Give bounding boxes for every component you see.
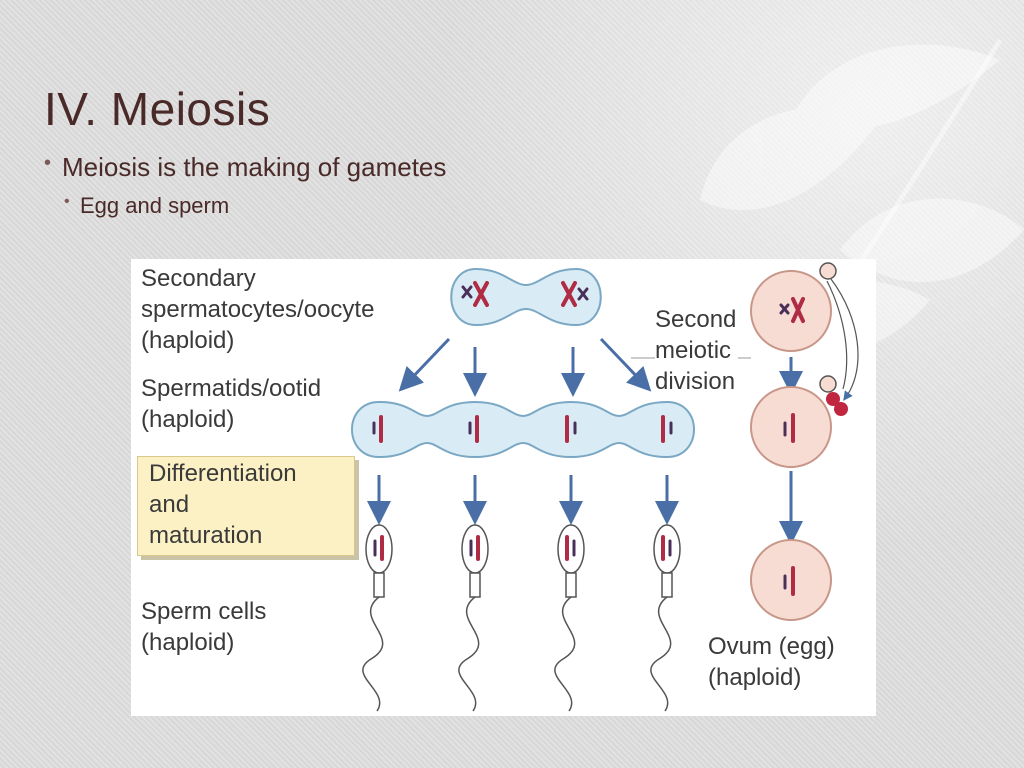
secondary-spermatocytes-cell xyxy=(450,267,602,327)
label-differentiation: Differentiation and maturation xyxy=(149,458,297,551)
label-second-meiotic-division: Second meiotic division xyxy=(655,304,739,397)
arrow-to-spermatid-1 xyxy=(398,337,451,392)
secondary-oocyte-cell xyxy=(750,270,832,352)
label-secondary-line-2: spermatocytes/oocyte xyxy=(141,296,375,323)
polar-body-top xyxy=(819,262,837,280)
chromosome-pair-left xyxy=(461,281,489,307)
label-differentiation-line-3: maturation xyxy=(149,522,263,549)
arrow-to-spermatid-4 xyxy=(599,337,652,392)
label-division-line-3: division xyxy=(655,368,736,395)
label-secondary-line-3: (haploid) xyxy=(141,327,235,354)
label-spermatids: Spermatids/ootid (haploid) xyxy=(141,373,321,435)
label-ovum-line-1: Ovum (egg) xyxy=(708,633,835,660)
bullet-item-egg-sperm: Egg and sperm xyxy=(64,193,446,219)
label-differentiation-line-2: and xyxy=(149,491,190,518)
label-differentiation-line-1: Differentiation xyxy=(149,460,297,487)
bullet-item-gametes: Meiosis is the making of gametes xyxy=(44,152,446,183)
polar-body-arrow-1 xyxy=(830,278,859,401)
label-division-line-1: Second xyxy=(655,306,737,333)
polar-body-mid xyxy=(819,375,837,393)
label-spermatids-line-1: Spermatids/ootid xyxy=(141,375,322,402)
oocyte-chromosomes xyxy=(779,297,805,323)
meiosis-diagram: Secondary spermatocytes/oocyte (haploid)… xyxy=(131,259,876,716)
label-sperm-line-1: Sperm cells xyxy=(141,598,267,625)
label-sperm-line-2: (haploid) xyxy=(141,629,235,656)
sperm-cell-1 xyxy=(362,524,393,712)
sperm-cell-4 xyxy=(650,524,681,712)
label-spermatids-line-2: (haploid) xyxy=(141,406,235,433)
label-sperm-cells: Sperm cells (haploid) xyxy=(141,596,266,658)
slide-title: IV. Meiosis xyxy=(44,83,271,135)
spermatid-chromosomes xyxy=(372,415,673,443)
sperm-cell-2 xyxy=(458,524,489,712)
label-secondary-spermatocytes: Secondary spermatocytes/oocyte (haploid) xyxy=(141,263,374,356)
label-secondary-line-1: Secondary xyxy=(141,265,256,292)
chromosome-pair-right xyxy=(561,281,589,307)
polar-body-red-2 xyxy=(834,402,848,416)
spermatids-cell-chain xyxy=(351,400,695,459)
label-division-line-2: meiotic xyxy=(655,337,732,364)
sperm-cell-3 xyxy=(554,524,585,712)
label-ovum: Ovum (egg) (haploid) xyxy=(708,631,835,693)
label-ovum-line-2: (haploid) xyxy=(708,664,802,691)
differentiation-box xyxy=(137,456,355,556)
bullet-list: Meiosis is the making of gametes Egg and… xyxy=(44,152,446,219)
polar-body-arrow-2 xyxy=(826,280,848,390)
diagram-graphics xyxy=(351,262,859,712)
polar-body-red-1 xyxy=(826,392,840,406)
